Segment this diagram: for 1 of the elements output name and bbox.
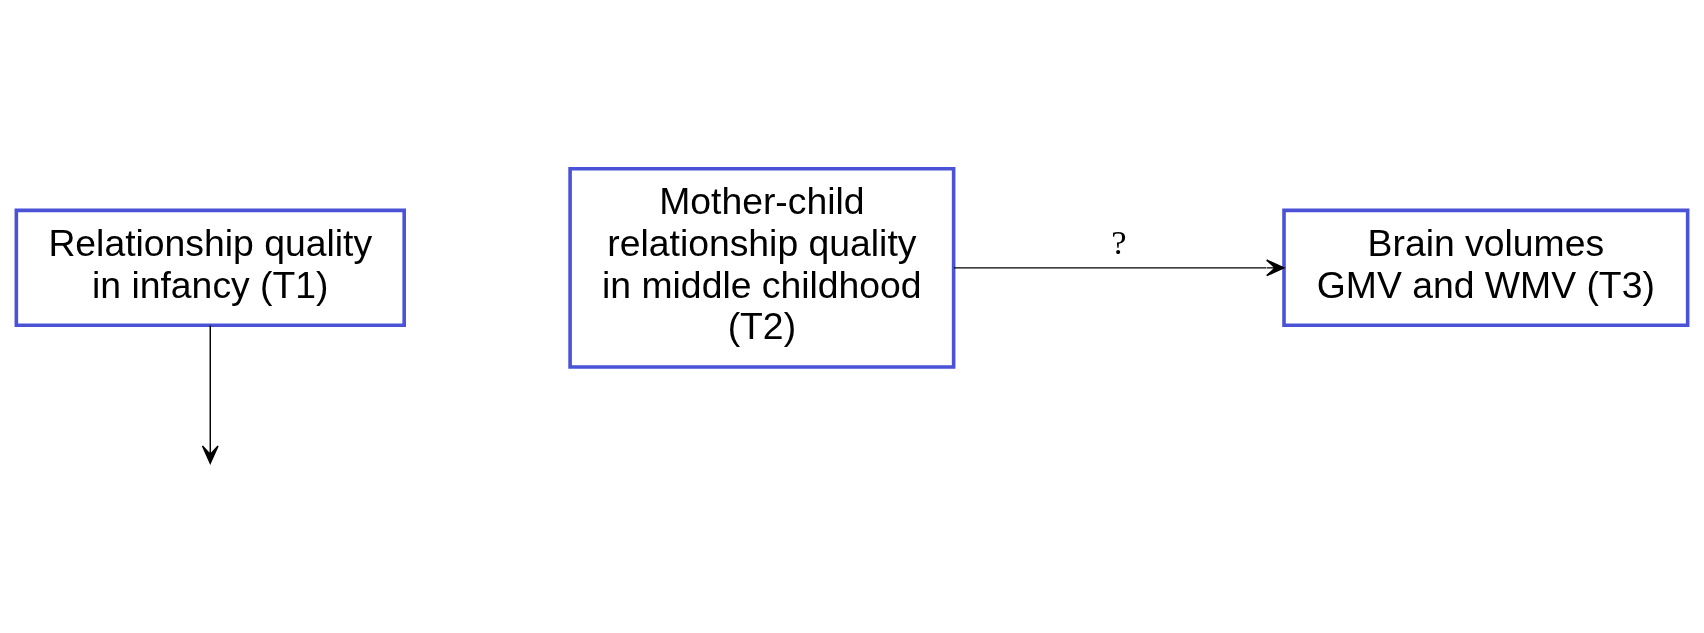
edge-label: ? (1111, 222, 1127, 261)
